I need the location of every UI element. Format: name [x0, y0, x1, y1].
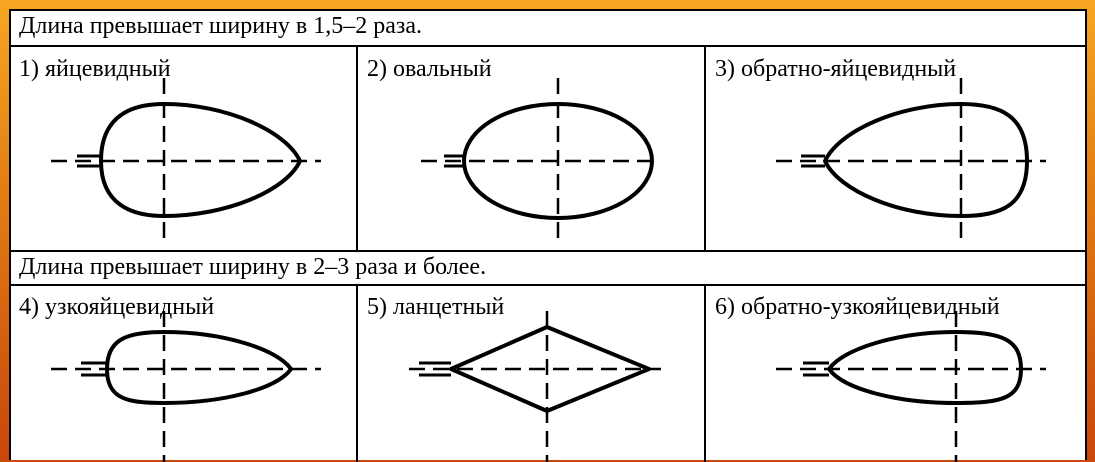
narrow-ovate-leaf-diagram — [51, 311, 321, 462]
shape-label-lanceolate: 5) ланцетный — [367, 294, 505, 320]
petiole — [81, 361, 107, 377]
column-divider — [356, 286, 358, 462]
leaf-shapes-drawing — [51, 78, 1046, 462]
petiole — [419, 361, 451, 377]
column-divider — [704, 47, 706, 250]
group-heading-1: Длина превышает ширину в 1,5–2 раза. — [11, 11, 1085, 47]
column-divider — [704, 286, 706, 462]
oval-leaf-diagram — [421, 78, 661, 243]
petiole — [444, 154, 464, 168]
petiole — [77, 154, 101, 168]
narrow-obovate-outline — [827, 330, 1023, 405]
obovate-leaf-diagram — [776, 78, 1046, 243]
shape-label-ovate: 1) яйцевидный — [19, 56, 171, 82]
shape-label-narrow-obovate: 6) обратно-узкояйцевидный — [715, 294, 1000, 320]
group-heading-2: Длина превышает ширину в 2–3 раза и боле… — [11, 250, 1085, 286]
narrow-obovate-leaf-diagram — [776, 311, 1046, 462]
shape-label-narrow-ovate: 4) узкояйцевидный — [19, 294, 215, 320]
shape-label-oval: 2) овальный — [367, 56, 492, 82]
petiole — [803, 361, 829, 377]
leaf-shapes-table: Длина превышает ширину в 1,5–2 раза. Дли… — [9, 9, 1087, 462]
narrow-ovate-outline — [105, 330, 293, 405]
shape-label-obovate: 3) обратно-яйцевидный — [715, 56, 957, 82]
column-divider — [356, 47, 358, 250]
lanceolate-outline — [449, 325, 651, 413]
ovate-leaf-diagram — [51, 78, 321, 243]
lanceolate-leaf-diagram — [409, 311, 661, 462]
petiole — [801, 154, 825, 168]
